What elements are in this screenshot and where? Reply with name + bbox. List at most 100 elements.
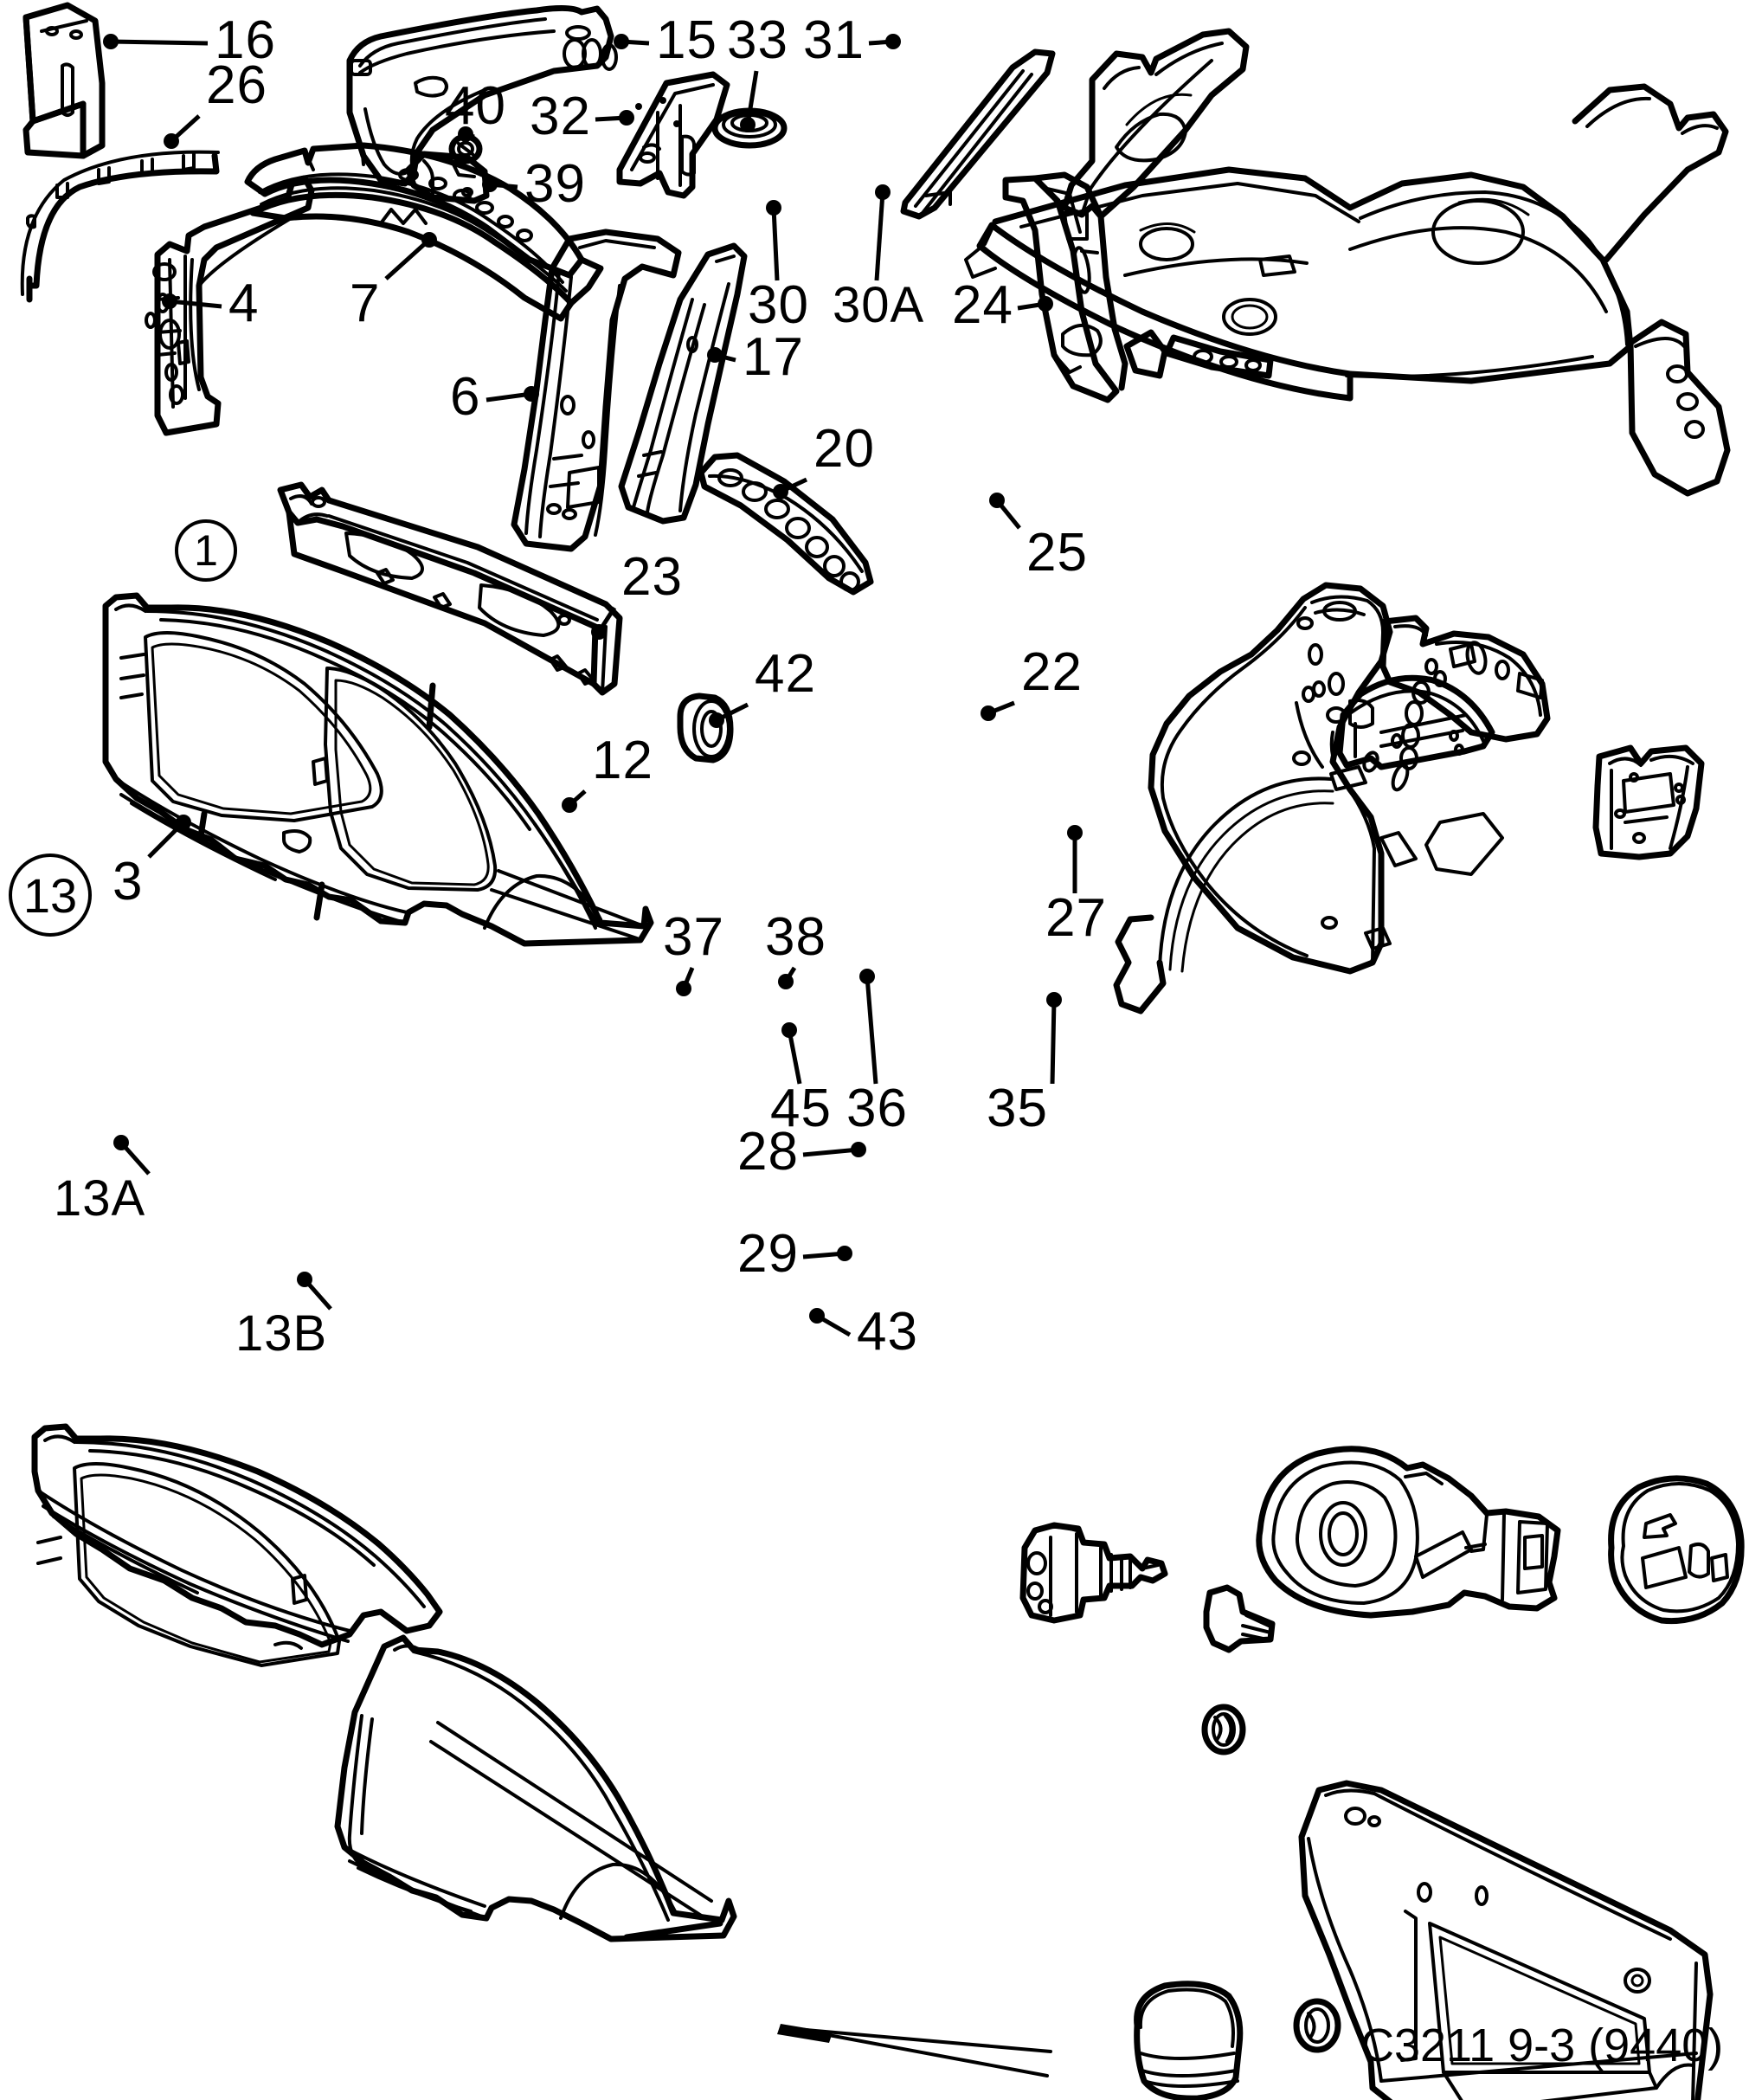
leader-dot-31 — [885, 34, 901, 49]
callout-label-43: 43 — [857, 1302, 918, 1362]
callout-label-13B: 13B — [235, 1305, 328, 1362]
part-38-shape — [1203, 1584, 1276, 1653]
part-42-shape — [677, 692, 734, 763]
callout-label-27: 27 — [1045, 888, 1107, 948]
callout-label-23: 23 — [621, 547, 683, 607]
leader-dot-42 — [709, 712, 724, 728]
part-26-shape — [20, 150, 220, 303]
leader-line-30A — [874, 191, 885, 281]
leader-lines — [103, 34, 1083, 1337]
part-12-3-shape — [102, 592, 654, 947]
callout-label-15: 15 — [656, 10, 717, 70]
leader-dot-13A — [113, 1135, 129, 1150]
callout-label-20: 20 — [813, 419, 875, 479]
leader-dot-17 — [707, 347, 723, 363]
callout-label-4: 4 — [228, 274, 260, 333]
leader-dot-23 — [591, 624, 607, 640]
part-16-shape — [23, 2, 106, 159]
leader-dot-45 — [781, 1022, 797, 1038]
part-17-shape — [618, 242, 748, 525]
part-25-shape — [1336, 615, 1551, 770]
leader-dot-13B — [297, 1272, 312, 1287]
callout-label-16: 16 — [215, 10, 276, 70]
callout-label-31: 31 — [803, 10, 865, 70]
part-20-shape — [698, 452, 874, 596]
leader-dot-30A — [875, 184, 891, 200]
leader-dot-20 — [773, 484, 788, 499]
part-32-shape — [616, 71, 730, 199]
callout-label-38: 38 — [765, 907, 826, 967]
callout-label-40: 40 — [445, 76, 506, 136]
leader-dot-6 — [524, 386, 539, 402]
callout-label-12: 12 — [592, 731, 653, 790]
leader-dot-43 — [809, 1308, 825, 1324]
leader-dot-29 — [837, 1246, 852, 1261]
leader-line-16 — [110, 39, 209, 46]
pointer-plug-lines — [777, 2024, 1052, 2077]
callout-label-25: 25 — [1026, 523, 1088, 583]
leader-dot-16 — [103, 34, 119, 49]
group-callout-1: 1 — [175, 519, 237, 582]
leader-line-7 — [384, 238, 431, 280]
callout-label-29: 29 — [737, 1224, 799, 1284]
leader-dot-12 — [562, 797, 577, 813]
leader-line-30 — [771, 207, 780, 281]
callout-label-30: 30 — [748, 275, 809, 335]
callout-label-7: 7 — [350, 274, 381, 333]
leader-dot-32 — [619, 110, 634, 126]
group-callout-13: 13 — [9, 854, 92, 937]
part-30-30A-shape — [964, 28, 1731, 497]
part-45-shape — [1201, 1704, 1246, 1755]
leader-dot-25 — [989, 493, 1005, 508]
leader-dot-27 — [1067, 825, 1083, 841]
leader-dot-22 — [981, 705, 996, 721]
leader-dot-39 — [482, 177, 498, 192]
callout-label-39: 39 — [524, 154, 586, 214]
part-7-shape — [244, 142, 604, 322]
callout-label-28: 28 — [737, 1122, 799, 1182]
callout-label-35: 35 — [987, 1079, 1048, 1138]
callout-label-26: 26 — [206, 55, 267, 115]
part-24-shape — [1002, 171, 1128, 403]
leader-dot-28 — [851, 1142, 866, 1157]
leader-dot-36 — [859, 969, 875, 984]
callout-label-32: 32 — [530, 87, 591, 146]
part-35-shape — [1608, 1475, 1745, 1625]
callout-label-17: 17 — [743, 327, 804, 387]
leader-dot-40 — [458, 126, 473, 142]
part-28-shape — [1298, 1780, 1714, 2100]
leader-line-35 — [1050, 999, 1057, 1085]
part-29-shape — [1293, 1998, 1341, 2053]
leader-dot-7 — [421, 232, 437, 248]
leader-line-45 — [787, 1029, 802, 1085]
leader-dot-26 — [164, 133, 179, 149]
callout-label-22: 22 — [1021, 642, 1083, 702]
callout-label-42: 42 — [755, 644, 816, 704]
leader-line-28 — [802, 1147, 859, 1157]
leader-dot-37 — [676, 981, 691, 996]
leader-dot-35 — [1046, 992, 1062, 1008]
callout-label-45: 45 — [770, 1079, 832, 1138]
part-37-shape — [1019, 1522, 1168, 1624]
leader-dot-30 — [766, 200, 781, 216]
part-27-shape — [1592, 744, 1705, 860]
part-13A-13B-shape — [31, 1423, 737, 1942]
part-22-shape — [1113, 582, 1504, 1015]
part-31-shape — [900, 48, 1056, 220]
leader-dot-15 — [614, 34, 629, 49]
callout-label-33: 33 — [727, 10, 788, 70]
leader-line-36 — [865, 976, 878, 1085]
part-43-shape — [1134, 1981, 1244, 2100]
callout-label-13A: 13A — [54, 1170, 146, 1227]
leader-dot-24 — [1038, 296, 1053, 312]
callout-label-37: 37 — [663, 907, 724, 967]
part-23-shape — [277, 481, 623, 696]
leader-dot-4 — [162, 293, 177, 309]
callout-label-6: 6 — [450, 367, 481, 427]
part-36-shape — [1256, 1446, 1561, 1619]
leader-dot-33 — [740, 117, 756, 132]
leader-line-33 — [745, 70, 759, 126]
leader-line-3 — [147, 821, 185, 859]
